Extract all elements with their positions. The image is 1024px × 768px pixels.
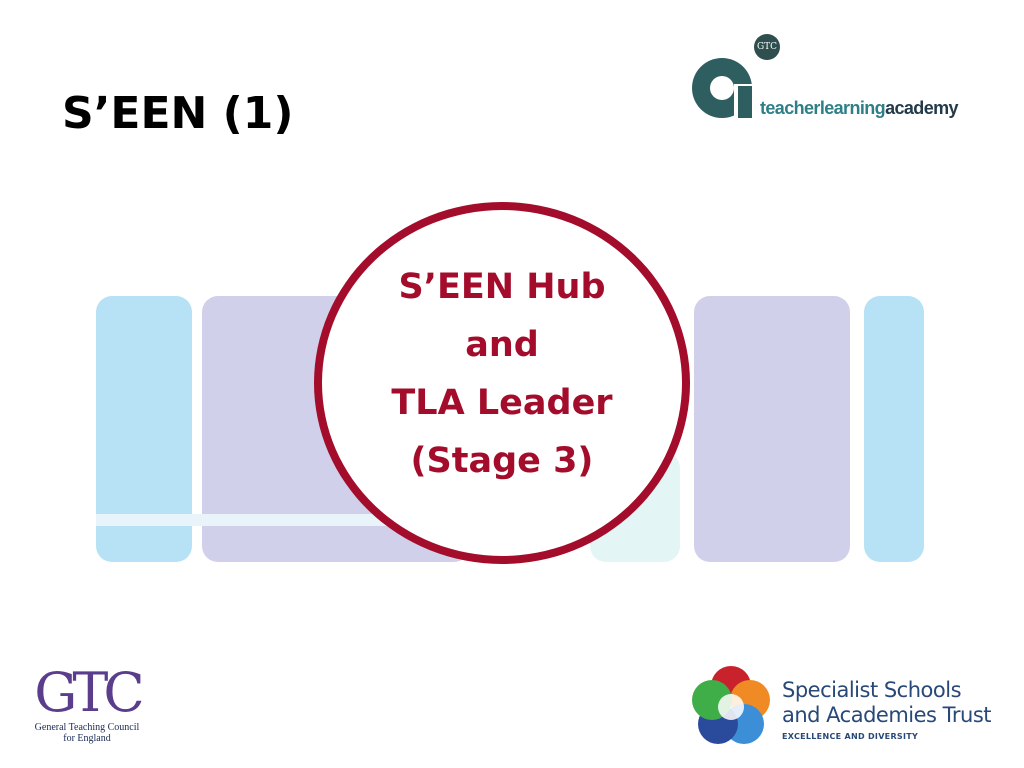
gtc-caption-line2: for England — [63, 733, 111, 744]
ssat-logo: Specialist Schools and Academies Trust E… — [688, 664, 1008, 750]
slide-title: S’EEN (1) — [62, 88, 294, 139]
ssat-name-line2: and Academies Trust — [782, 703, 992, 727]
gtc-logo-letters: GTC — [34, 661, 144, 724]
gtc-caption-line1: General Teaching Council — [34, 722, 140, 733]
teacher-learning-academy-logo: GTC teacherlearningacademy — [688, 34, 988, 126]
tla-wordmark-part2: academy — [885, 98, 958, 118]
panel-highlight-band — [96, 514, 416, 526]
gtc-seal-icon: GTC — [754, 34, 780, 60]
tla-wordmark: teacherlearningacademy — [760, 98, 959, 119]
ssat-flower-icon — [692, 666, 770, 744]
ssat-tagline: EXCELLENCE AND DIVERSITY — [782, 732, 919, 741]
hub-line-4: (Stage 3) — [410, 441, 594, 481]
ssat-name-line1: Specialist Schools — [782, 678, 962, 702]
gtc-logo: GTC General Teaching Council for England — [32, 661, 144, 754]
panel-right-blue — [864, 296, 924, 562]
hub-line-1: S’EEN Hub — [398, 267, 606, 307]
tla-wordmark-part1: teacherlearning — [760, 98, 886, 118]
tla-q-mark-icon — [692, 58, 752, 118]
ssat-text-block: Specialist Schools and Academies Trust E… — [782, 678, 992, 741]
hub-circle: S’EEN Hub and TLA Leader (Stage 3) — [314, 202, 690, 564]
hub-line-2: and — [465, 325, 539, 365]
panel-right-purple — [694, 296, 850, 562]
hub-line-3: TLA Leader — [391, 383, 613, 423]
